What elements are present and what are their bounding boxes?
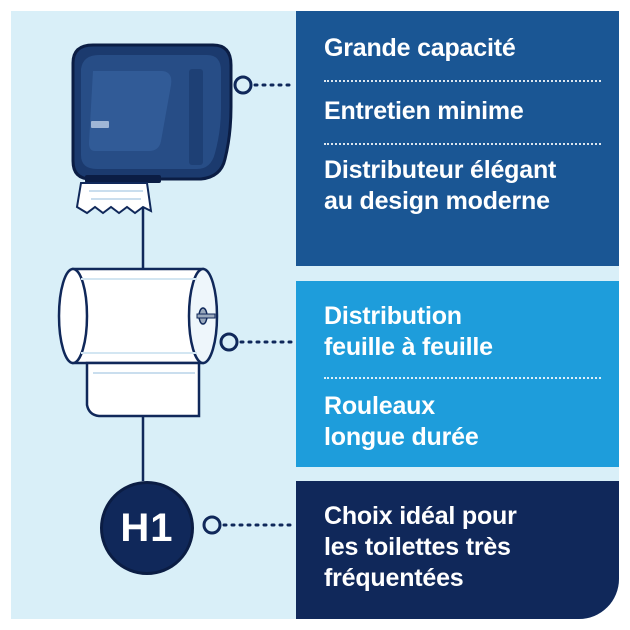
- feature-line: Grande capacité: [324, 34, 516, 62]
- dispenser-features-panel: Grande capacité Entretien minime Distrib…: [296, 11, 619, 266]
- roll-features-panel: Distribution feuille à feuille Rouleaux …: [296, 281, 619, 467]
- connector-dot-icon: [219, 332, 239, 352]
- paper-roll-icon: [57, 267, 219, 418]
- infographic-background: H1 Grande capacité Entretien minime Dist…: [11, 11, 619, 619]
- connector-roll: [219, 332, 296, 352]
- badge-label: H1: [120, 505, 174, 550]
- paper-sheet-icon: [75, 182, 153, 215]
- feature-line: fréquentées: [324, 564, 464, 592]
- feature-line: feuille à feuille: [324, 333, 493, 361]
- feature-item: Distribution feuille à feuille: [324, 281, 605, 377]
- feature-item: Choix idéal pour les toilettes très fréq…: [324, 481, 605, 594]
- feature-line: longue durée: [324, 423, 479, 451]
- feature-item: Grande capacité: [324, 11, 605, 80]
- feature-line: Distribution: [324, 302, 462, 330]
- feature-item: Rouleaux longue durée: [324, 379, 605, 453]
- feature-line: au design moderne: [324, 187, 550, 215]
- tork-logo-icon: [91, 121, 109, 128]
- dotted-divider: [324, 377, 601, 379]
- connector-dispenser: [233, 75, 296, 95]
- feature-line: Rouleaux: [324, 392, 435, 420]
- hand-towel-dispenser-icon: [71, 43, 233, 215]
- product-illustration: [57, 43, 296, 535]
- dotted-divider: [324, 143, 601, 145]
- feature-item: Distributeur élégant au design moderne: [324, 145, 605, 217]
- feature-line: les toilettes très: [324, 533, 511, 561]
- h1-system-badge: H1: [100, 481, 194, 575]
- feature-line: Distributeur élégant: [324, 156, 557, 184]
- dotted-divider: [324, 80, 601, 82]
- feature-item: Entretien minime: [324, 82, 605, 143]
- feature-line: Choix idéal pour: [324, 502, 517, 530]
- system-features-panel: Choix idéal pour les toilettes très fréq…: [296, 481, 619, 619]
- connector-badge: [202, 515, 296, 535]
- connector-dot-icon: [233, 75, 253, 95]
- feature-line: Entretien minime: [324, 97, 524, 125]
- connector-dot-icon: [202, 515, 222, 535]
